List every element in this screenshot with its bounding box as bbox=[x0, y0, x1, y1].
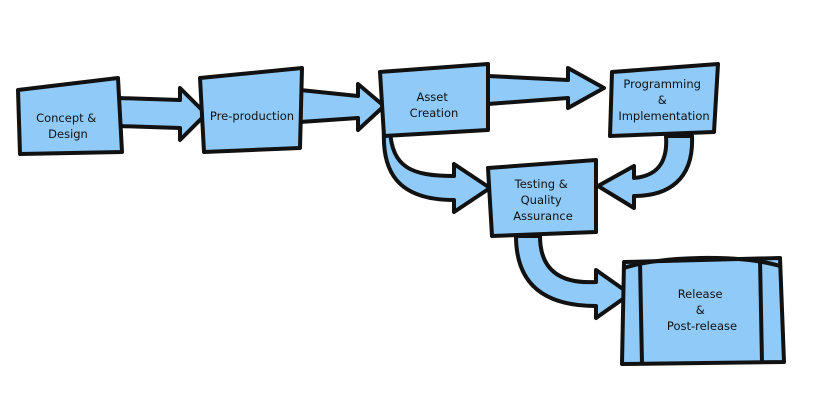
node-pre-production-label: Pre-production bbox=[210, 109, 294, 123]
node-release-post-release bbox=[620, 255, 786, 366]
node-testing-quality-assurance bbox=[486, 158, 598, 238]
arrow-preproduction-to-asset bbox=[298, 82, 386, 132]
node-programming-implementation bbox=[608, 62, 720, 138]
arrow-asset-to-programming bbox=[486, 66, 606, 110]
node-asset-creation bbox=[378, 62, 490, 138]
node-concept-design bbox=[16, 76, 124, 156]
arrow-concept-to-preproduction bbox=[116, 86, 208, 142]
node-programming-implementation-label: Programming & Implementation bbox=[618, 77, 709, 123]
arrow-programming-to-testing bbox=[596, 134, 695, 210]
node-pre-production bbox=[198, 66, 304, 154]
arrow-testing-to-release bbox=[514, 234, 632, 320]
node-concept-design-label: Concept & Design bbox=[36, 111, 100, 141]
node-asset-creation-label: Asset Creation bbox=[410, 90, 459, 120]
node-release-post-release-label: Release & Post-release bbox=[667, 287, 737, 333]
arrow-asset-to-testing bbox=[381, 128, 492, 214]
node-testing-quality-assurance-label: Testing & Quality Assurance bbox=[513, 177, 573, 223]
